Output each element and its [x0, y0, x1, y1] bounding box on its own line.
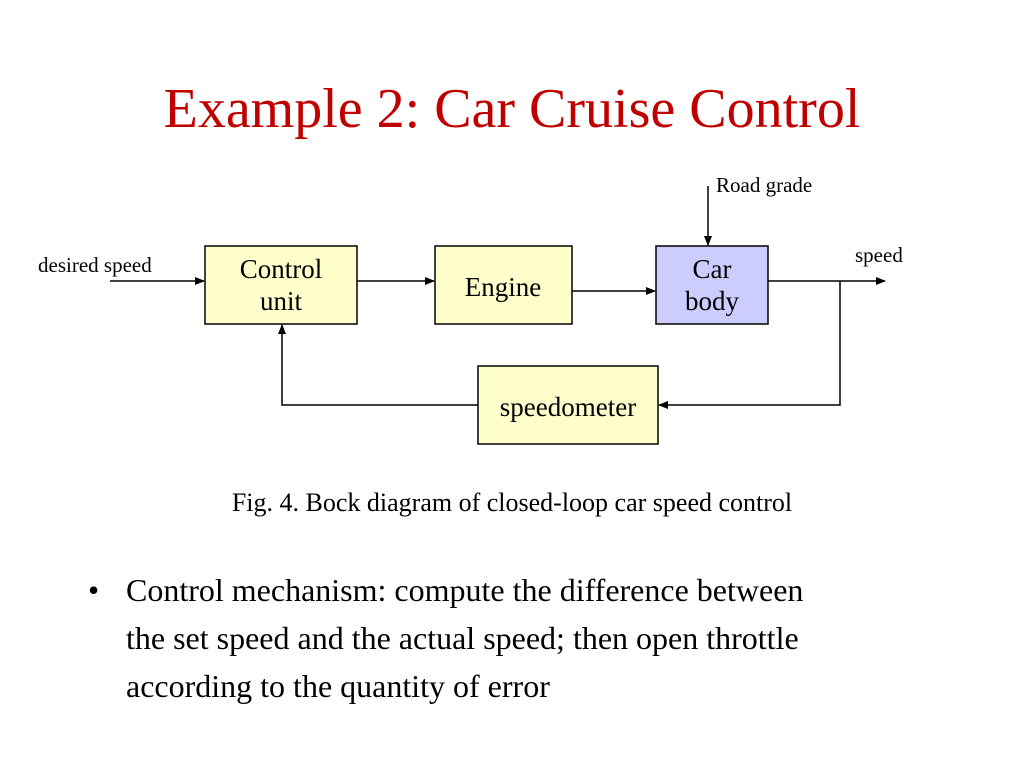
- figure-caption: Fig. 4. Bock diagram of closed-loop car …: [231, 488, 793, 517]
- engine-block: [434, 245, 573, 325]
- speed-output-label: speed: [855, 243, 903, 267]
- bullet-text-line1: Control mechanism: compute the differenc…: [126, 572, 804, 608]
- feedback-path-to-control-unit: [278, 324, 478, 406]
- road-grade-label: Road grade: [716, 173, 812, 197]
- control-unit-label-line1: Control: [240, 254, 323, 284]
- desired-speed-label: desired speed: [38, 253, 152, 277]
- bullet-text-line2: the set speed and the actual speed; then…: [126, 620, 799, 656]
- car-body-label-line1: Car: [693, 254, 732, 284]
- engine-label: Engine: [465, 272, 541, 302]
- speedometer-block: [477, 365, 659, 445]
- slide-title: Example 2: Car Cruise Control: [163, 78, 861, 140]
- car-body-label-line2: body: [685, 286, 740, 316]
- feedback-path-to-speedometer: [658, 281, 841, 409]
- bullet-text-line3: according to the quantity of error: [126, 668, 550, 704]
- control-unit-label-line2: unit: [260, 286, 303, 316]
- bullet-list: • Control mechanism: compute the differe…: [88, 566, 988, 710]
- control-unit-block: [204, 245, 358, 325]
- car-body-block: [655, 245, 769, 325]
- bullet-item: • Control mechanism: compute the differe…: [88, 566, 988, 710]
- speedometer-label: speedometer: [500, 392, 636, 422]
- bullet-marker: •: [88, 572, 100, 608]
